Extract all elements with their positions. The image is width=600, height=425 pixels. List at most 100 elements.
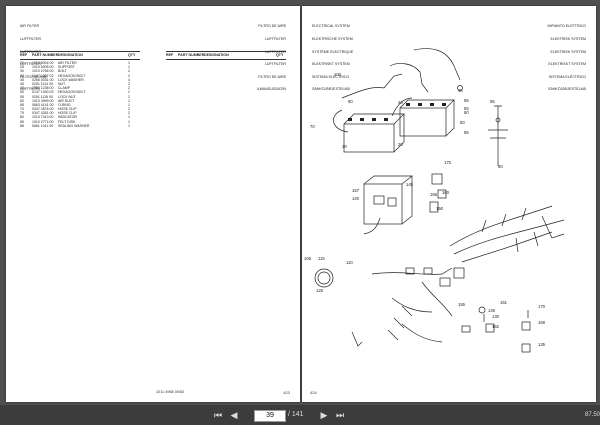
header-right-block: IMPIANTO ELETTRICO ELEKTRISK SYSTEM ELEK… xyxy=(548,16,586,100)
table-cell: 1 xyxy=(128,61,130,65)
column-rule xyxy=(20,51,140,52)
table-cell: 2 xyxy=(128,73,130,78)
header-line: FILTRO DE AIRE xyxy=(258,24,286,29)
table-cell: 20 xyxy=(20,61,24,65)
callout-label: 150 xyxy=(436,206,444,211)
table-cell: 0147 1327 02 xyxy=(32,73,54,78)
col-ref: REF xyxy=(166,53,174,57)
table-cell: O-RING xyxy=(58,102,71,107)
header-line: SISTEMA ELÉCTRICO xyxy=(312,74,350,79)
header-line: ELEKTRISKT SYSTEM xyxy=(548,62,586,67)
next-page-icon[interactable]: ▶ xyxy=(320,410,328,420)
col-qty: QTY xyxy=(128,53,136,57)
last-page-icon[interactable]: ⏭ xyxy=(335,410,345,420)
header-line: LUFTFILTER xyxy=(264,62,286,67)
callout-label: 85 xyxy=(464,130,469,135)
callout-label: 140 xyxy=(352,196,360,201)
header-line: FILTRO DE AIRE xyxy=(258,74,286,79)
table-cell: FELT DISK xyxy=(58,119,76,124)
table-cell: SEALING WASHER xyxy=(58,123,90,128)
callout-label: 155 xyxy=(458,302,466,307)
callout-label: 65 xyxy=(464,98,469,103)
table-cell: CLAMP xyxy=(58,86,71,91)
table-cell: 1010 7413 00 xyxy=(32,115,54,120)
table-cell: 0661 1011 00 xyxy=(32,123,54,128)
col-designation: DESIGNATION xyxy=(58,53,83,57)
table-cell: 35 xyxy=(20,77,24,82)
table-cell: BOLT xyxy=(58,69,67,74)
column-rule xyxy=(20,59,140,60)
table-cell: HEXAGON BOLT xyxy=(58,90,86,95)
first-page-icon[interactable]: ⏮ xyxy=(213,410,223,420)
table-cell: 0663 4141 00 xyxy=(32,102,54,107)
table-row: 32 0147 1327 02 HEXAGON BOLT 2 xyxy=(20,74,138,78)
current-page-input[interactable]: 39 xyxy=(254,410,286,422)
col-qty: QTY xyxy=(276,53,284,57)
callout-label: 20 xyxy=(398,142,403,147)
header-line: FILTRO DE AIRE xyxy=(20,74,48,79)
callout-label: 175 xyxy=(444,160,452,165)
callout-label: 40 xyxy=(398,100,403,105)
callout-label: 30 xyxy=(342,144,347,149)
table-cell: 45 xyxy=(20,86,24,91)
table-cell: 0147 1330 03 xyxy=(32,90,54,95)
table-cell: 40 xyxy=(20,81,24,86)
column-rule xyxy=(166,59,286,60)
table-cell: INDICATOR xyxy=(58,115,77,120)
zoom-level[interactable]: 87.50 xyxy=(585,412,600,418)
header-line: SISTEMA ELÉCTRICO xyxy=(548,74,586,79)
page-navigation-bar: ⏮ ◀ 39 / 141 ▶ ⏭ 87.50 xyxy=(0,405,600,425)
callout-label: 170 xyxy=(538,304,546,309)
callout-label: 105 xyxy=(304,256,312,261)
header-line: SYSTÈME ÉLECTRIQUE xyxy=(312,49,354,54)
table-row: 35 0266 0031 00 LOCK WASHER 4 xyxy=(20,78,138,82)
callout-label: 110 xyxy=(346,260,353,265)
table-cell: 50 xyxy=(20,90,24,95)
callout-label: 162 xyxy=(492,324,500,329)
page-number: 424 xyxy=(310,390,317,395)
table-cell: 1010 2766 00 xyxy=(32,69,54,74)
header-line: ILMANSUODATIN xyxy=(256,87,286,92)
table-cell: 1010 2774 00 xyxy=(32,119,54,124)
callout-label: 146 xyxy=(488,308,496,313)
callout-label: 165 xyxy=(430,192,438,197)
page-number: 423 xyxy=(283,390,290,395)
callout-label: 168 xyxy=(538,320,546,325)
prev-page-icon[interactable]: ◀ xyxy=(230,410,238,420)
table-cell: 32 xyxy=(20,73,24,78)
callout-label: 50 xyxy=(460,120,465,125)
col-ref: REF xyxy=(20,53,28,57)
callout-label: 157 xyxy=(352,188,360,193)
table-cell: 4 xyxy=(128,77,130,82)
table-cell: 25 xyxy=(20,65,24,70)
table-cell: HEXAGON BOLT xyxy=(58,73,86,78)
table-cell: 3350 1238 00 xyxy=(32,86,54,91)
table-row: 50 0147 1330 03 HEXAGON BOLT 2 xyxy=(20,90,138,94)
col-part-number: PART NUMBER xyxy=(178,53,205,57)
table-cell: AIR FILTER xyxy=(58,61,77,65)
table-cell: 1010 5005 00 xyxy=(32,65,54,70)
callout-label: 55 xyxy=(464,106,469,111)
header-left-block: ELECTRICAL SYSTEM ELEKTRISCHE SYSTEM SYS… xyxy=(312,16,353,100)
callout-label: 115 xyxy=(318,256,325,261)
table-cell: 0266 0031 00 xyxy=(32,77,54,82)
callout-label: 145 xyxy=(406,182,414,187)
table-cell: NUT xyxy=(58,81,66,86)
col-part-number: PART NUMBER xyxy=(32,53,59,57)
callout-label: 95 xyxy=(490,99,495,104)
header-line: ELEKTRISK SYSTEM xyxy=(550,49,586,54)
table-cell: HOSE CLIP xyxy=(58,111,77,116)
table-cell: 2 xyxy=(128,90,130,95)
callout-label: 90 xyxy=(498,164,503,169)
table-cell: 85 xyxy=(20,119,24,124)
table-cell: 0347 4576 00 xyxy=(32,107,54,112)
table-cell: SUPPORT xyxy=(58,65,75,70)
callout-label: 60 xyxy=(348,99,353,104)
table-cell: LOCK WASHER xyxy=(58,77,84,82)
